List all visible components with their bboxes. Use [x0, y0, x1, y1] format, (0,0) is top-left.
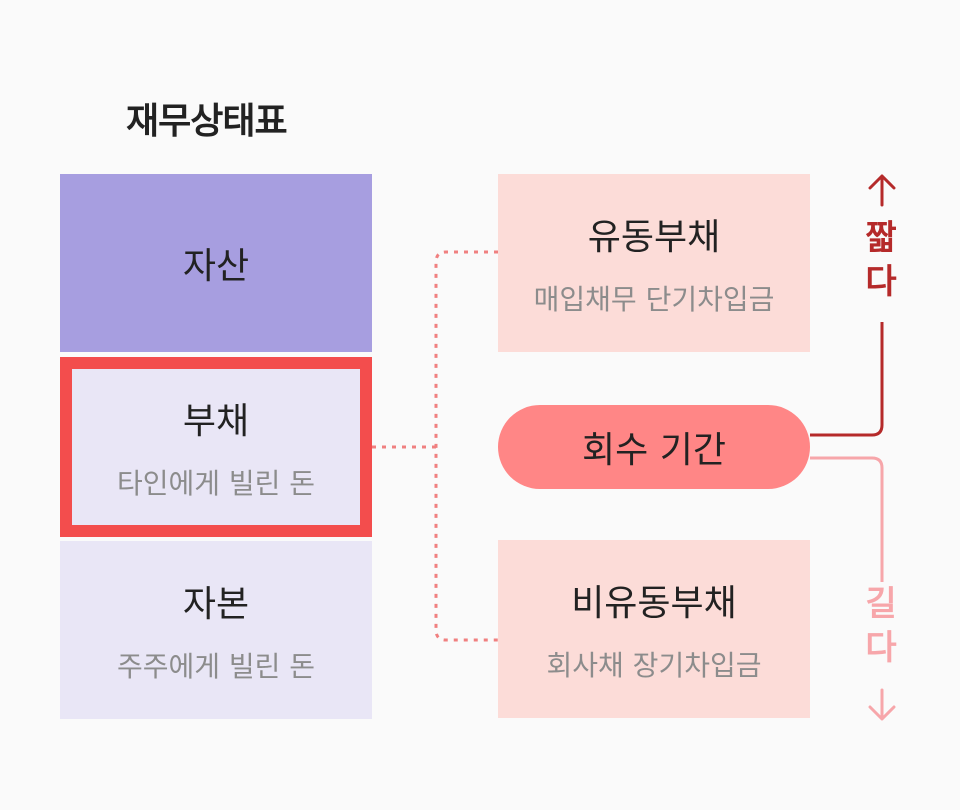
liabilities-label: 부채	[182, 401, 250, 442]
noncurrent-liabilities-desc: 회사채 장기차입금	[546, 649, 762, 682]
liabilities-block: 부채 타인에게 빌린 돈	[60, 357, 372, 537]
assets-label: 자산	[182, 246, 250, 287]
long-side-line2: 다	[865, 628, 897, 668]
equity-block: 자본 주주에게 빌린 돈	[60, 541, 372, 719]
long-connector-line	[810, 456, 884, 582]
current-liabilities-block: 유동부채 매입채무 단기차입금	[498, 174, 810, 352]
current-liabilities-label: 유동부채	[587, 217, 721, 258]
equity-desc: 주주에게 빌린 돈	[116, 650, 316, 683]
equity-label: 자본	[182, 584, 250, 625]
current-liabilities-desc: 매입채무 단기차입금	[533, 283, 775, 316]
short-connector-line	[810, 322, 884, 437]
noncurrent-liabilities-label: 비유동부채	[571, 583, 737, 624]
diagram-title: 재무상태표	[126, 101, 288, 142]
assets-block: 자산	[60, 174, 372, 352]
liabilities-desc: 타인에게 빌린 돈	[116, 467, 316, 500]
short-side-label: 짧 다	[851, 216, 911, 304]
up-arrow-icon	[868, 174, 896, 207]
short-side-line2: 다	[865, 262, 897, 302]
down-arrow-icon	[868, 688, 896, 721]
dotted-connector-current	[434, 250, 498, 642]
long-side-line1: 길	[865, 584, 897, 624]
noncurrent-liabilities-block: 비유동부채 회사채 장기차입금	[498, 540, 810, 718]
short-side-line1: 짧	[865, 218, 897, 258]
long-side-label: 길 다	[851, 582, 911, 670]
repayment-period-pill: 회수 기간	[498, 405, 810, 489]
